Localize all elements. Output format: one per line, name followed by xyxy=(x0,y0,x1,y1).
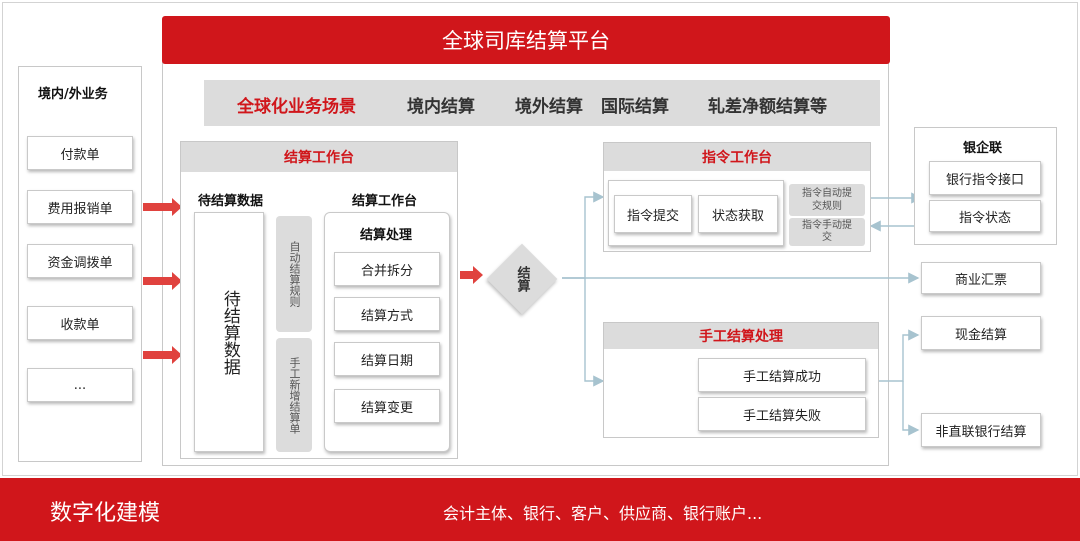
scenario-bar xyxy=(204,80,880,126)
instruction-manual-submit[interactable]: 指令手动提交 xyxy=(789,218,865,246)
business-item-transfer[interactable]: 资金调拨单 xyxy=(27,244,133,278)
instruction-title: 指令工作台 xyxy=(604,143,870,171)
line-manual-nondirect xyxy=(902,381,920,436)
business-item-receipt[interactable]: 收款单 xyxy=(27,306,133,340)
arrow-business-2 xyxy=(143,272,182,290)
non-direct-bank-settlement[interactable]: 非直联银行结算 xyxy=(921,413,1041,447)
outer-frame xyxy=(2,2,1078,476)
instruction-submit[interactable]: 指令提交 xyxy=(614,195,692,233)
business-title: 境内/外业务 xyxy=(38,87,108,102)
processing-title: 结算处理 xyxy=(360,228,413,243)
pending-data-box[interactable]: 待结算数据 xyxy=(194,212,264,452)
instruction-status[interactable]: 状态获取 xyxy=(698,195,778,233)
pending-data-text: 待结算数据 xyxy=(219,289,240,375)
line-settle-manual xyxy=(584,278,605,387)
arrow-workbench-settle xyxy=(460,266,483,284)
instruction-auto-rule[interactable]: 指令自动提交规则 xyxy=(789,184,865,216)
footer-title: 数字化建模 xyxy=(50,501,161,526)
process-change[interactable]: 结算变更 xyxy=(334,389,440,423)
bank-interface[interactable]: 银行指令接口 xyxy=(929,161,1041,195)
workbench-title: 结算工作台 xyxy=(181,142,457,172)
settle-diamond-label: 结算 xyxy=(514,266,530,292)
line-manual-cash xyxy=(868,329,920,382)
auto-settle-rule[interactable]: 自动结算规则 xyxy=(276,216,312,332)
settle-diamond[interactable]: 结算 xyxy=(486,243,558,315)
scenario-netting: 轧差净额结算等 xyxy=(708,97,827,117)
platform-title-bar: 全球司库结算平台 xyxy=(162,16,890,64)
commercial-bill[interactable]: 商业汇票 xyxy=(921,262,1041,294)
manual-title: 手工结算处理 xyxy=(604,323,878,349)
instruction-auto-rule-text: 指令自动提交规则 xyxy=(802,188,852,212)
bank-title: 银企联 xyxy=(963,141,1003,156)
line-settle-instruction xyxy=(562,191,605,279)
business-item-payment[interactable]: 付款单 xyxy=(27,136,133,170)
footer-entities: 会计主体、银行、客户、供应商、银行账户... xyxy=(443,504,763,523)
inner-workbench-label: 结算工作台 xyxy=(352,194,418,209)
scenario-highlight: 全球化业务场景 xyxy=(237,97,356,117)
platform-title: 全球司库结算平台 xyxy=(442,29,610,53)
arrow-business-3 xyxy=(143,346,182,364)
process-method[interactable]: 结算方式 xyxy=(334,297,440,331)
process-merge-split[interactable]: 合并拆分 xyxy=(334,252,440,286)
arrow-business-1 xyxy=(143,198,182,216)
manual-add-bill-text: 手工新增结算单 xyxy=(288,356,302,434)
scenario-domestic: 境内结算 xyxy=(407,97,475,117)
business-item-more[interactable]: ... xyxy=(27,368,133,402)
pending-data-label: 待结算数据 xyxy=(198,194,264,209)
manual-success[interactable]: 手工结算成功 xyxy=(698,358,866,392)
manual-fail[interactable]: 手工结算失败 xyxy=(698,397,866,431)
footer-bar xyxy=(0,478,1080,541)
bank-status[interactable]: 指令状态 xyxy=(929,200,1041,232)
auto-settle-rule-text: 自动结算规则 xyxy=(288,241,302,307)
process-date[interactable]: 结算日期 xyxy=(334,342,440,376)
instruction-manual-submit-text: 指令手动提交 xyxy=(802,219,852,244)
manual-add-bill[interactable]: 手工新增结算单 xyxy=(276,338,312,452)
business-item-expense[interactable]: 费用报销单 xyxy=(27,190,133,224)
cash-settlement[interactable]: 现金结算 xyxy=(921,316,1041,350)
scenario-international: 国际结算 xyxy=(601,97,669,117)
scenario-overseas: 境外结算 xyxy=(515,97,583,117)
settle-diamond-label-wrap: 结算 xyxy=(487,244,557,314)
